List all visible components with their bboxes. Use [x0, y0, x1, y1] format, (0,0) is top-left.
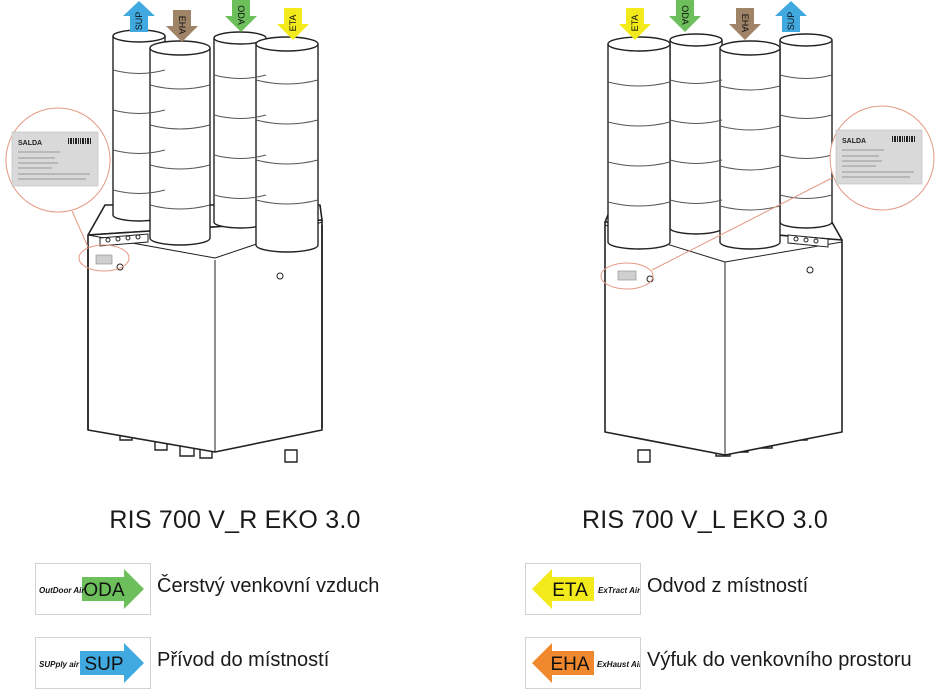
unit-v-l-title: RIS 700 V_L EKO 3.0 [581, 506, 829, 534]
unit-v-r-port-arrow-1: SUP [123, 1, 155, 32]
eta-arrow-icon [532, 569, 594, 609]
unit-v-l-port-arrow-4: SUP [775, 1, 807, 32]
legend-eta: ETA ExTract Air Odvod z místností [525, 563, 935, 617]
legend-sup-box: SUPply air SUP [35, 637, 151, 689]
unit-v-l-ducts [607, 33, 833, 250]
legend-eha-code: EHA [550, 654, 589, 675]
legend-oda-caption: OutDoor Air [39, 586, 85, 595]
legend-sup-code: SUP [84, 654, 123, 675]
unit-v-r-label-brand: SALDA [18, 140, 42, 147]
unit-v-l-port-label-2: ODA [680, 5, 690, 25]
legend-sup-caption: SUPply air [39, 660, 80, 669]
legend-eta-code: ETA [552, 580, 588, 601]
unit-v-l-callout: SALDA [600, 105, 935, 290]
unit-v-l: ETA ODA EHA SUP SALDA [470, 0, 940, 534]
unit-v-l-port-arrow-3: EHA [729, 8, 761, 40]
unit-v-r-port-label-3: ODA [236, 5, 246, 25]
legend-oda-code: ODA [83, 580, 125, 601]
unit-v-r-drawing: SUP EHA ODA ETA SALDA [5, 0, 323, 463]
legend-eha: EHA ExHaust Air Výfuk do venkovního pros… [525, 637, 935, 691]
unit-v-r-port-arrow-3: ODA [225, 0, 257, 32]
unit-v-r-ducts [112, 29, 319, 253]
legend-eha-box: EHA ExHaust Air [525, 637, 641, 689]
legend-eha-description: Výfuk do venkovního prostoru [647, 649, 912, 671]
unit-v-l-label-brand: SALDA [842, 138, 866, 145]
unit-v-r-port-arrow-2: EHA [166, 10, 198, 42]
unit-v-r-port-label-1: SUP [134, 12, 144, 31]
legend-eta-description: Odvod z místností [647, 575, 809, 597]
legend-eta-box: ETA ExTract Air [525, 563, 641, 615]
legend-eha-caption: ExHaust Air [597, 660, 640, 669]
legend-oda: OutDoor Air ODA Čerstvý venkovní vzduch [35, 563, 455, 617]
legend-oda-description: Čerstvý venkovní vzduch [157, 575, 380, 597]
unit-v-r-port-label-2: EHA [177, 16, 187, 35]
unit-v-r-port-arrow-4: ETA [277, 8, 309, 40]
sup-arrow-icon [80, 643, 144, 683]
unit-v-l-port-label-3: EHA [740, 14, 750, 33]
legend-eta-caption: ExTract Air [598, 586, 640, 595]
unit-v-l-port-arrow-2: ODA [669, 0, 701, 32]
unit-v-r-port-label-4: ETA [288, 15, 298, 32]
unit-v-r-callout: SALDA [5, 107, 130, 272]
unit-v-l-port-label-4: SUP [786, 12, 796, 31]
unit-v-l-nameplate [617, 270, 637, 281]
legend-sup: SUPply air SUP Přívod do místností [35, 637, 455, 691]
unit-v-l-drawing: ETA ODA EHA SUP SALDA [600, 0, 935, 463]
oda-arrow-icon [82, 569, 144, 609]
unit-v-r-nameplate [95, 254, 113, 265]
unit-v-l-port-arrow-1: ETA [619, 8, 651, 40]
unit-v-r: SUP EHA ODA ETA SALDA [0, 0, 470, 534]
unit-v-r-title: RIS 700 V_R EKO 3.0 [109, 506, 361, 534]
legend-oda-box: OutDoor Air ODA [35, 563, 151, 615]
eha-arrow-icon [532, 643, 594, 683]
unit-v-l-port-label-1: ETA [630, 15, 640, 32]
legend-sup-description: Přívod do místností [157, 649, 330, 671]
